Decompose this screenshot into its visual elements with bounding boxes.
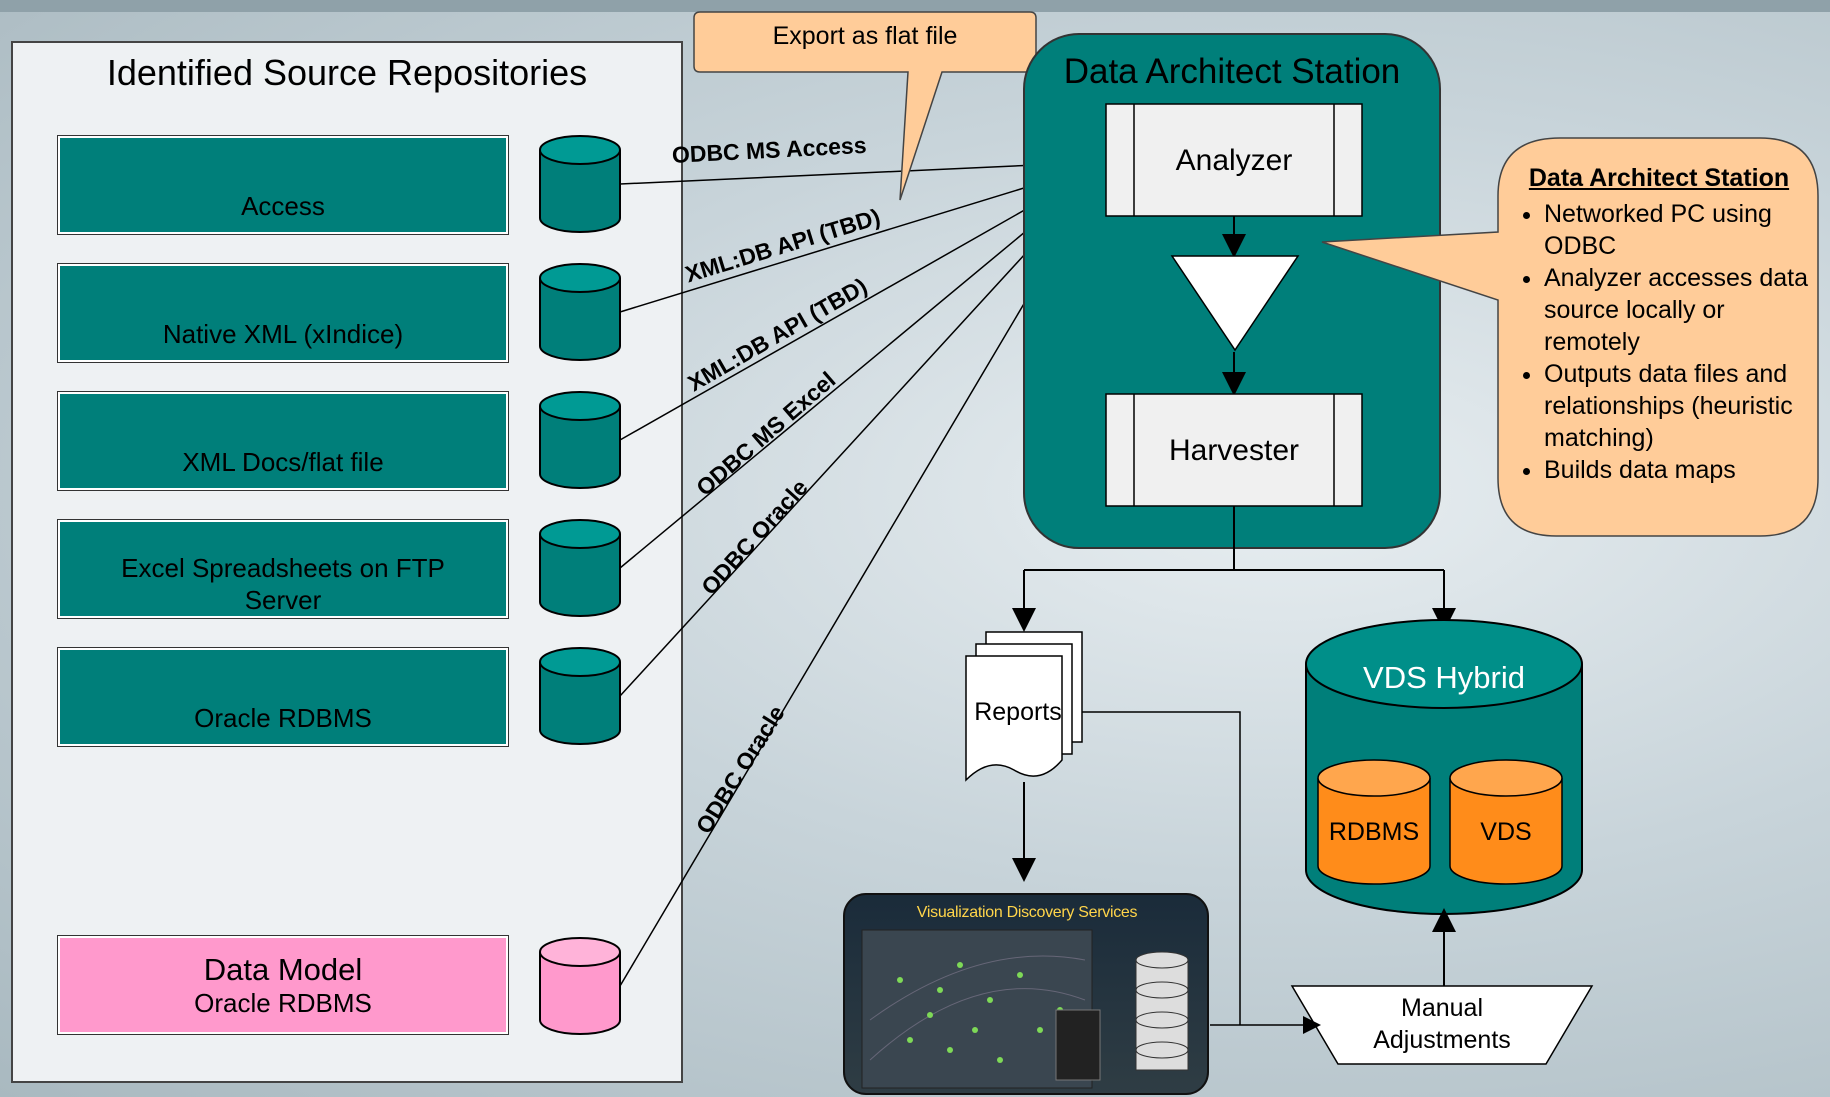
reports-label: Reports: [974, 698, 1062, 726]
connection-line-excel: [619, 166, 1105, 569]
repo-excel: Excel Spreadsheets on FTP Server: [57, 519, 509, 619]
connection-lines: [619, 153, 1105, 987]
panel-title: Identified Source Repositories: [106, 52, 588, 93]
merge-triangle: [1170, 255, 1300, 352]
visualization-title: Visualization Discovery Services: [916, 904, 1138, 921]
connection-line-xml-docs: [619, 164, 1105, 441]
info-callout: Data Architect Station Networked PC usin…: [1510, 162, 1810, 486]
info-bullet: Networked PC using ODBC: [1544, 198, 1810, 262]
data-model-subtitle: Oracle RDBMS: [194, 988, 372, 1018]
repo-label: Native XML (xIndice): [162, 319, 404, 349]
station-title: Data Architect Station: [1063, 52, 1401, 91]
analyzer-label: Analyzer: [1175, 144, 1293, 177]
info-bullet: Outputs data files and relationships (he…: [1544, 358, 1810, 454]
connection-line-oracle: [619, 167, 1105, 697]
analyzer-process: [1105, 103, 1363, 217]
repo-cylinders: [539, 135, 621, 1035]
connection-line-native-xml: [619, 159, 1105, 313]
cylinder-icon-access: [539, 135, 621, 233]
visualization-screenshot: [843, 893, 1209, 1095]
reports-to-manual-line: [1082, 711, 1241, 1025]
repo-label: Oracle RDBMS: [194, 703, 372, 733]
info-bullet: Builds data maps: [1544, 454, 1810, 486]
harvester-output-lines: [1012, 506, 1456, 632]
vds-cylinder: [1449, 759, 1563, 885]
harvester-label: Harvester: [1168, 434, 1300, 467]
repo-label: XML Docs/flat file: [182, 447, 384, 477]
data-model-title: Data Model: [203, 952, 363, 987]
repo-access: Access: [57, 135, 509, 235]
connection-line-data-model: [619, 169, 1104, 987]
repo-label: Access: [241, 191, 325, 221]
cylinder-icon-oracle: [539, 647, 621, 745]
repo-data-model: Data Model Oracle RDBMS: [57, 935, 509, 1035]
repo-xml-docs: XML Docs/flat file: [57, 391, 509, 491]
repo-oracle: Oracle RDBMS: [57, 647, 509, 747]
vds-hybrid-title: VDS Hybrid: [1363, 660, 1525, 695]
cylinder-icon-xml-docs: [539, 391, 621, 489]
cylinder-icon-excel: [539, 519, 621, 617]
info-callout-list: Networked PC using ODBC Analyzer accesse…: [1510, 198, 1810, 486]
export-callout-text: Export as flat file: [772, 22, 958, 50]
repo-native-xml: Native XML (xIndice): [57, 263, 509, 363]
cylinder-icon-native-xml: [539, 263, 621, 361]
cylinder-icon-data-model: [539, 937, 621, 1035]
info-callout-title: Data Architect Station: [1528, 164, 1790, 192]
manual-adjustments-shape: [1290, 985, 1594, 1065]
export-callout-shape: [693, 11, 1037, 201]
rdbms-cylinder: [1317, 759, 1431, 885]
info-bullet: Analyzer accesses data source locally or…: [1544, 262, 1810, 358]
rdbms-label: RDBMS: [1328, 818, 1420, 846]
connection-line-access: [619, 153, 1105, 185]
reports-document-icon: [965, 631, 1083, 782]
repo-label: Excel Spreadsheets on FTP Server: [121, 553, 445, 615]
top-bar: [0, 0, 1830, 12]
manual-adjustments-label: Manual Adjustments: [1373, 994, 1511, 1054]
info-callout-shape: [1321, 137, 1819, 537]
vds-label: VDS: [1480, 818, 1532, 846]
